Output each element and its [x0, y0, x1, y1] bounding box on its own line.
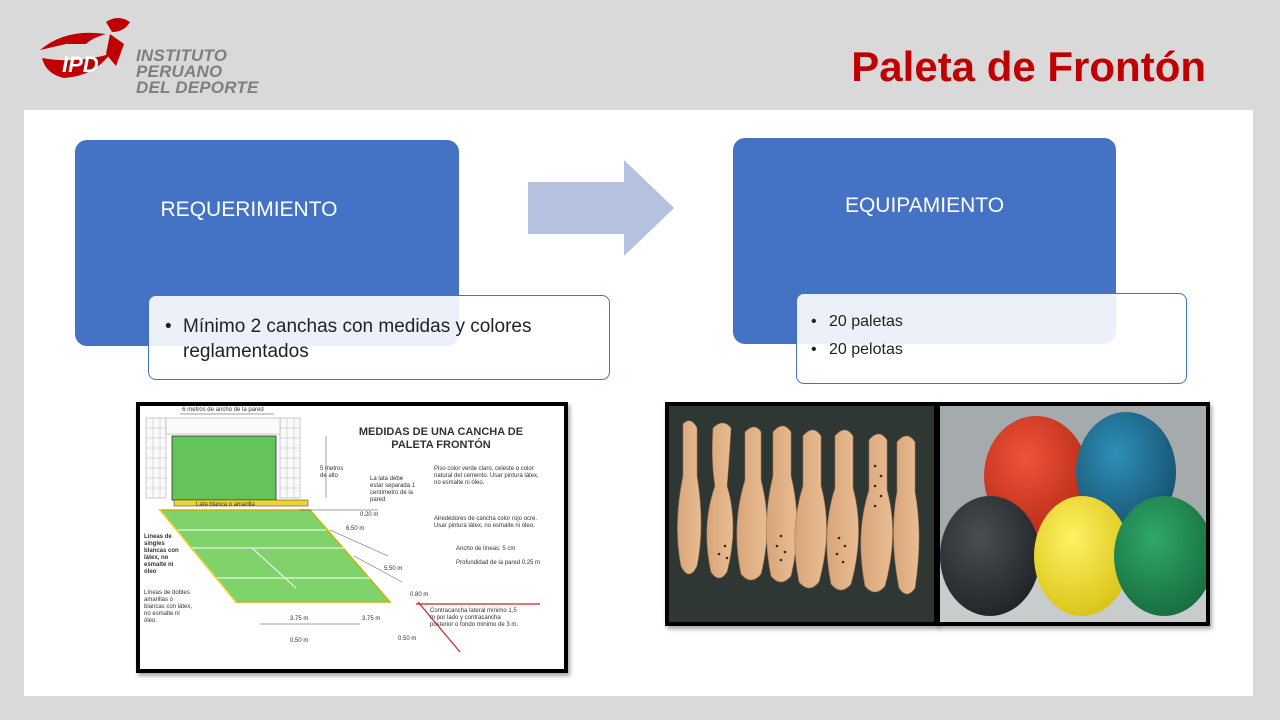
wooden-paddles-drawing	[669, 406, 934, 622]
label-m080: 0.80 m	[410, 592, 429, 598]
label-m020: 0.20 m	[360, 512, 379, 518]
logo-line-3: DEL DEPORTE	[136, 78, 259, 97]
court-diagram-title: MEDIDAS DE UNA CANCHA DE PALETA FRONTÓN	[346, 426, 536, 452]
label-contra: Contracancha lateral mínimo 1,5 m por la…	[430, 608, 519, 628]
label-m050-right: 0.50 m	[398, 636, 417, 642]
logo-line-1: INSTITUTO	[136, 46, 228, 65]
logo-text: INSTITUTO PERUANO DEL DEPORTE	[136, 46, 259, 97]
slide-header: IPD INSTITUTO PERUANO DEL DEPORTE Paleta…	[0, 0, 1280, 110]
label-wall-width: 6 metros de ancho de la pared	[182, 407, 264, 413]
court-title-line-1: MEDIDAS DE UNA CANCHA DE	[358, 426, 524, 438]
label-m650: 6.50 m	[346, 526, 365, 532]
label-wall-depth: Profundidad de la pared 0.25 m	[456, 560, 541, 566]
balls-photo	[936, 402, 1210, 626]
label-height: 5 metros de alto	[320, 466, 344, 479]
ipd-logo-icon: IPD	[40, 18, 130, 78]
label-m375-left: 3.75 m	[290, 616, 309, 622]
slide-title: Paleta de Frontón	[851, 43, 1206, 90]
label-m375-right: 3.75 m	[362, 616, 381, 622]
label-singles: Líneas de singles blancas con látex, no …	[144, 534, 179, 575]
label-lata: La lata debe estar separada 1 centímetro…	[370, 476, 416, 503]
svg-text:IPD: IPD	[62, 52, 99, 77]
label-m550: 5.50 m	[384, 566, 403, 572]
right-arrow-icon	[528, 160, 674, 256]
ipd-logo: IPD INSTITUTO PERUANO DEL DEPORTE	[36, 14, 266, 100]
equipment-note: 20 paletas 20 pelotas	[796, 293, 1187, 384]
equipment-list: 20 paletas 20 pelotas	[811, 308, 1174, 364]
equipment-item: 20 pelotas	[811, 336, 1174, 364]
label-floor: Piso color verde claro, celeste o color …	[434, 466, 539, 486]
colored-balls-drawing	[940, 406, 1206, 622]
label-line-width: Ancho de líneas: 5 cm	[456, 546, 516, 552]
requirement-note: Mínimo 2 canchas con medidas y colores r…	[148, 295, 610, 380]
court-title-line-2: PALETA FRONTÓN	[391, 439, 491, 451]
court-diagram-drawing	[145, 413, 540, 653]
paddles-photo	[665, 402, 938, 626]
logo-line-2: PERUANO	[136, 62, 223, 81]
content-area: REQUERIMIENTO EQUIPAMIENTO Mínimo 2 canc…	[24, 110, 1253, 696]
equipment-item: 20 paletas	[811, 308, 1174, 336]
equipment-heading: EQUIPAMIENTO	[844, 194, 1005, 217]
label-lata-strip: Lata blanca o amarilla	[196, 502, 255, 508]
court-diagram-image: MEDIDAS DE UNA CANCHA DE PALETA FRONTÓN …	[136, 402, 568, 673]
requirement-item: Mínimo 2 canchas con medidas y colores r…	[165, 314, 595, 364]
requirement-list: Mínimo 2 canchas con medidas y colores r…	[165, 314, 595, 364]
label-surround: Alrededores de cancha color rojo ocre. U…	[434, 516, 538, 529]
requirement-heading: REQUERIMIENTO	[160, 198, 338, 221]
label-m050-left: 0.50 m	[290, 638, 309, 644]
label-doubles: Líneas de dobles amarillas o blancas con…	[144, 590, 193, 624]
